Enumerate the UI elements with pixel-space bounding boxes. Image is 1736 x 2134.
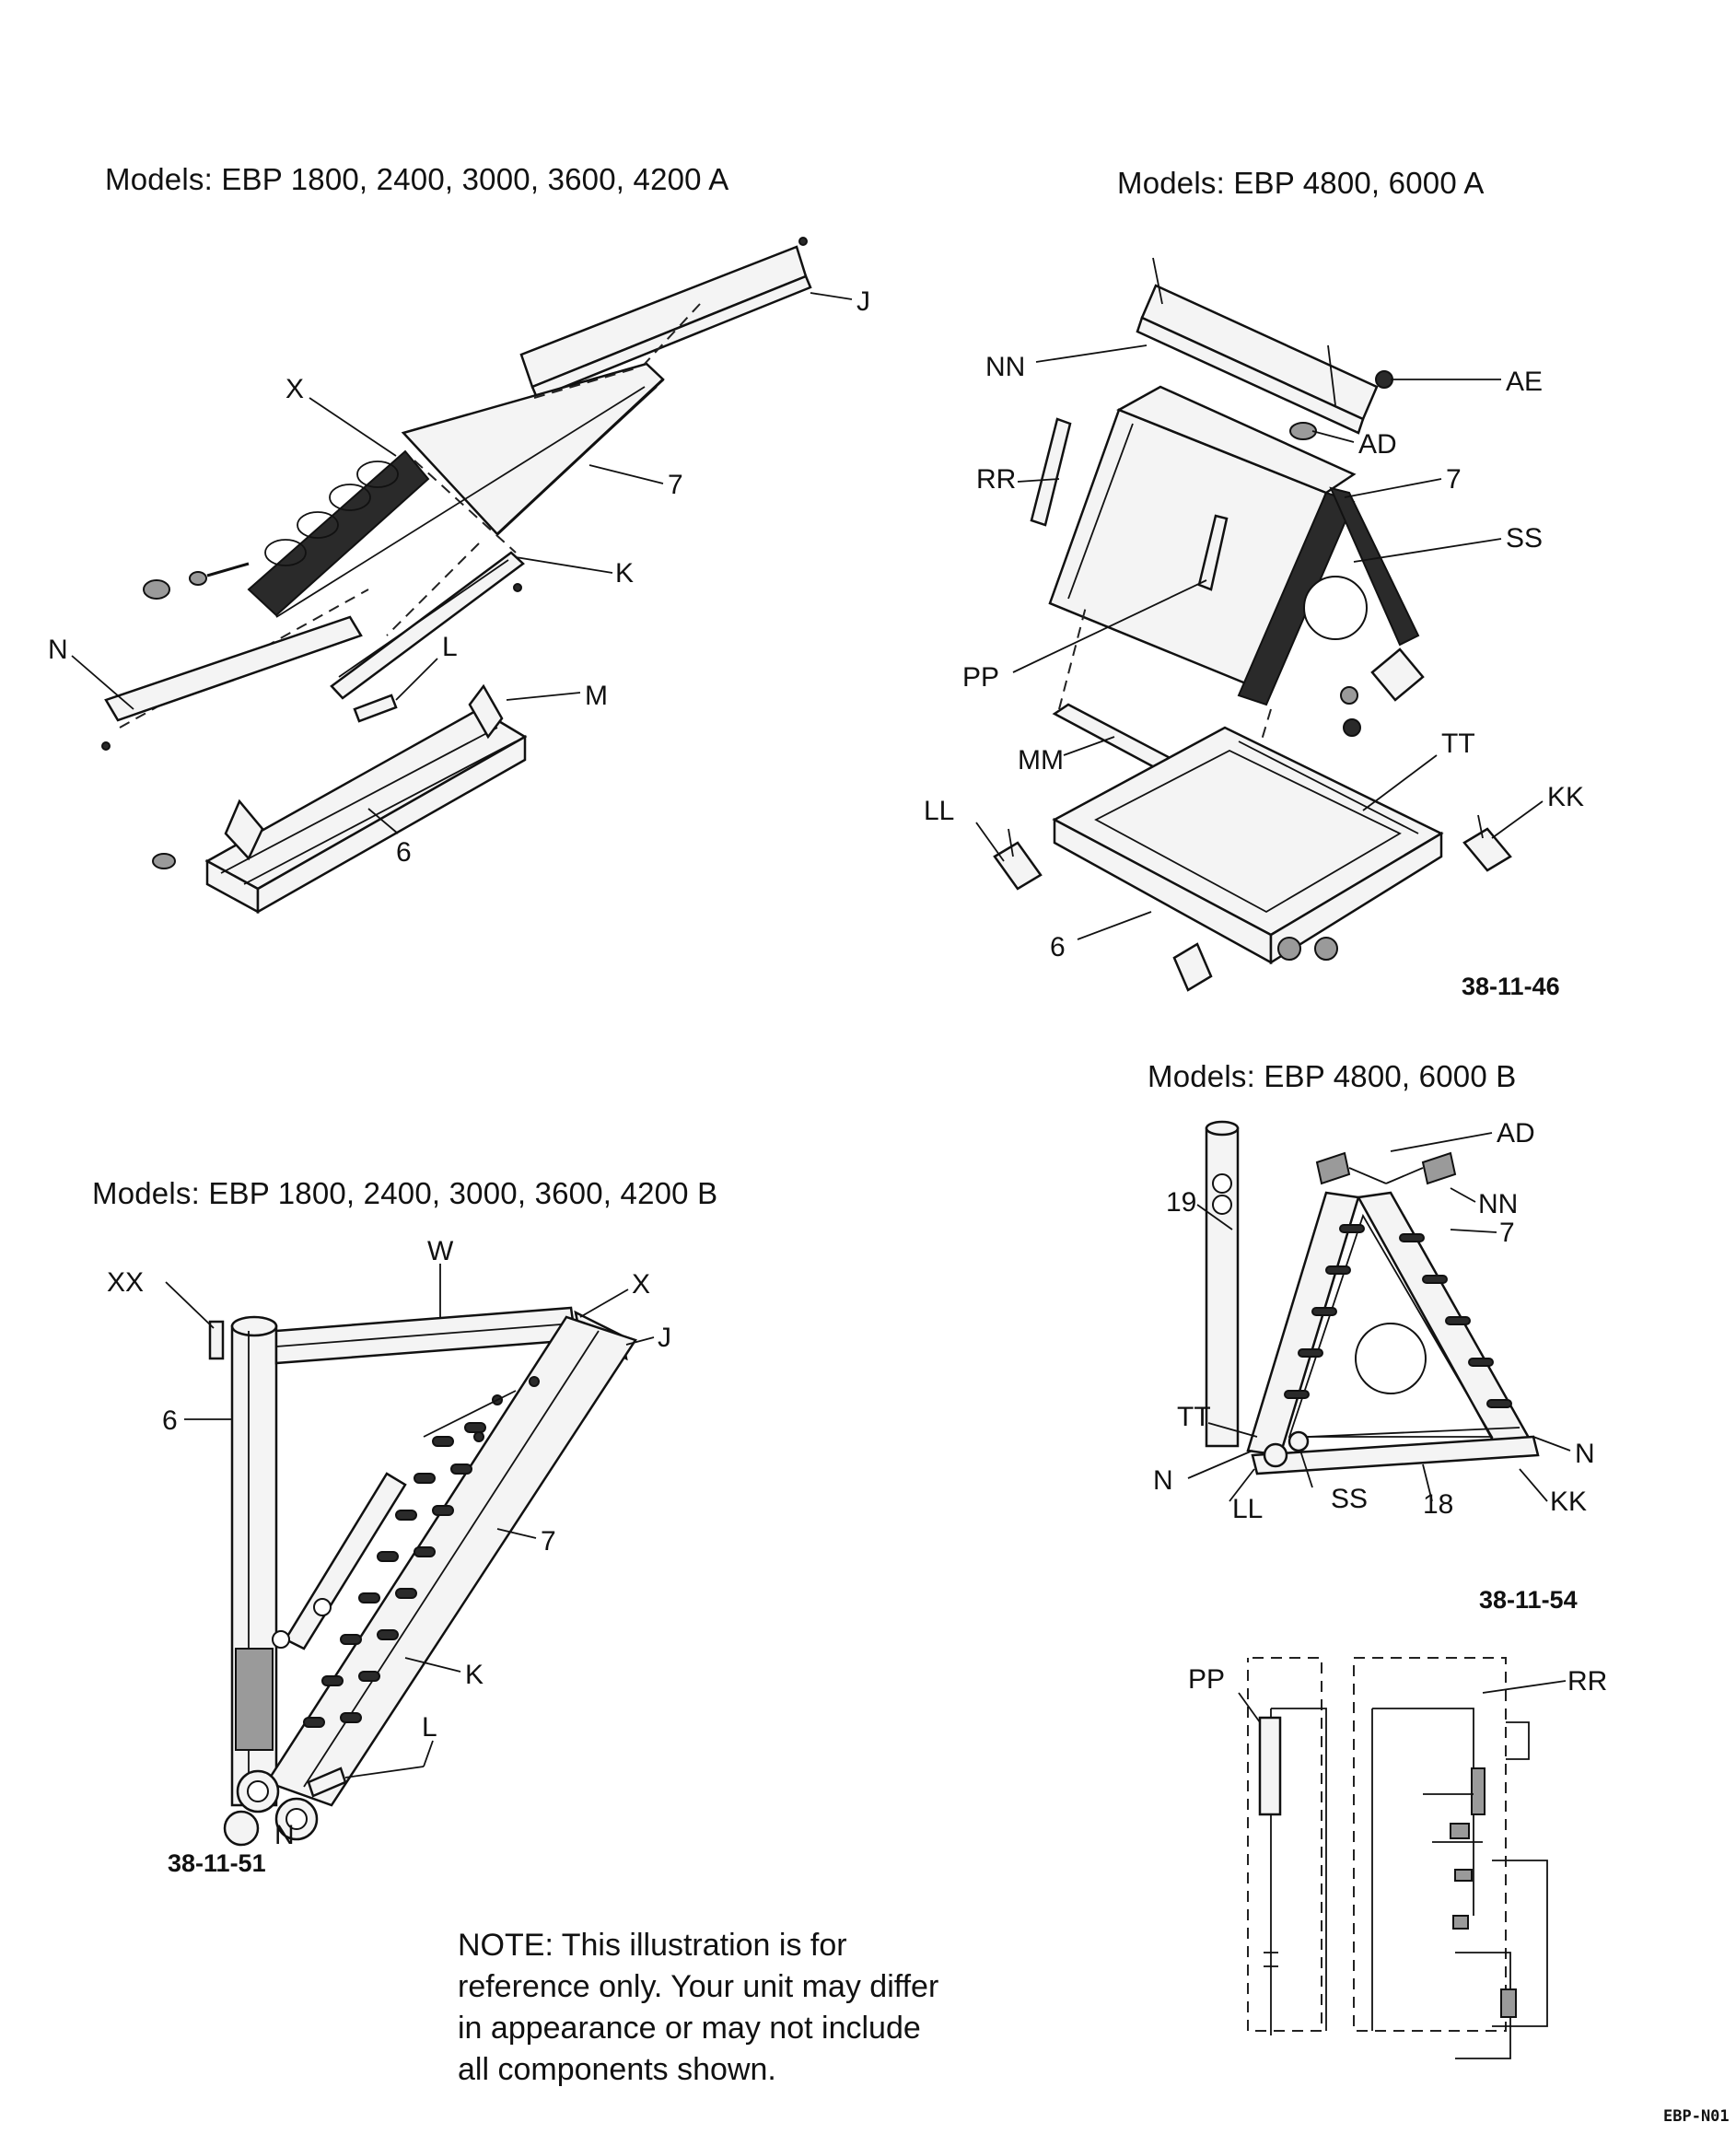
callout-tt-b: TT: [1177, 1402, 1211, 1432]
callout-ll-b: LL: [1232, 1494, 1263, 1524]
callout-ll: LL: [924, 796, 954, 826]
callout-7-mid: 7: [1499, 1218, 1515, 1248]
document-id: EBP-N01: [1663, 2107, 1730, 2126]
callout-n-b: N: [274, 1820, 295, 1850]
figure-ref-top-right: 38-11-46: [1462, 973, 1560, 1000]
callout-ae: AE: [1506, 367, 1543, 397]
callout-7-b: 7: [541, 1526, 556, 1557]
diagram-top-right: NN AE AD RR 7 SS PP MM TT LL KK 6: [924, 257, 1584, 992]
callout-m: M: [585, 681, 608, 711]
figure-ref-bottom-left: 38-11-51: [168, 1849, 266, 1877]
callout-mm: MM: [1018, 745, 1064, 775]
callout-6-b: 6: [162, 1405, 178, 1436]
callout-7-right: 7: [1446, 464, 1462, 495]
diagram-bottom-left: XX W X J 6 7 K L N: [107, 1236, 671, 1850]
callout-ss-b: SS: [1331, 1484, 1368, 1514]
callout-pp-b: PP: [1188, 1664, 1225, 1695]
callout-ss: SS: [1506, 523, 1543, 554]
callout-nn-b: NN: [1478, 1189, 1518, 1219]
figure-ref-mid-right: 38-11-54: [1479, 1586, 1578, 1614]
callout-n-left: N: [1153, 1465, 1173, 1496]
callout-nn: NN: [985, 352, 1025, 382]
callout-x: X: [285, 374, 304, 404]
callout-w: W: [427, 1236, 454, 1266]
callout-l-b: L: [422, 1712, 437, 1743]
callout-n: N: [48, 635, 68, 665]
callout-19: 19: [1166, 1187, 1196, 1218]
figure-title-top-left: Models: EBP 1800, 2400, 3000, 3600, 4200…: [105, 162, 729, 196]
callout-ad-b: AD: [1497, 1118, 1535, 1149]
callout-rr-b: RR: [1567, 1666, 1607, 1697]
reference-note: NOTE: This illustration is for reference…: [458, 1928, 939, 2087]
callout-j: J: [856, 286, 870, 317]
callout-x-b: X: [632, 1269, 650, 1300]
callout-n-right: N: [1575, 1439, 1595, 1469]
callout-tt: TT: [1441, 729, 1475, 759]
callout-k: K: [615, 558, 634, 589]
callout-j-b: J: [658, 1323, 671, 1353]
callout-7: 7: [668, 470, 683, 500]
callout-ad: AD: [1358, 429, 1397, 460]
diagram-top-left: J X 7 K N L M 6: [48, 237, 870, 915]
figure-title-mid-right: Models: EBP 4800, 6000 B: [1148, 1059, 1517, 1093]
callout-18: 18: [1423, 1489, 1453, 1520]
callout-rr: RR: [976, 464, 1016, 495]
diagram-mid-right: AD 19 NN 7 TT N N LL SS 18 KK: [1153, 1118, 1595, 1524]
callout-l: L: [442, 632, 458, 662]
figure-title-bottom-left: Models: EBP 1800, 2400, 3000, 3600, 4200…: [92, 1176, 718, 1210]
callout-kk: KK: [1547, 782, 1584, 812]
callout-pp: PP: [962, 662, 999, 693]
callout-k-b: K: [465, 1660, 484, 1690]
callout-kk-b: KK: [1550, 1487, 1587, 1517]
figure-title-top-right: Models: EBP 4800, 6000 A: [1117, 166, 1485, 200]
diagram-bottom-right: PP RR: [1188, 1657, 1607, 2059]
callout-6-right: 6: [1050, 932, 1066, 962]
callout-6: 6: [396, 837, 412, 868]
callout-xx: XX: [107, 1267, 144, 1298]
